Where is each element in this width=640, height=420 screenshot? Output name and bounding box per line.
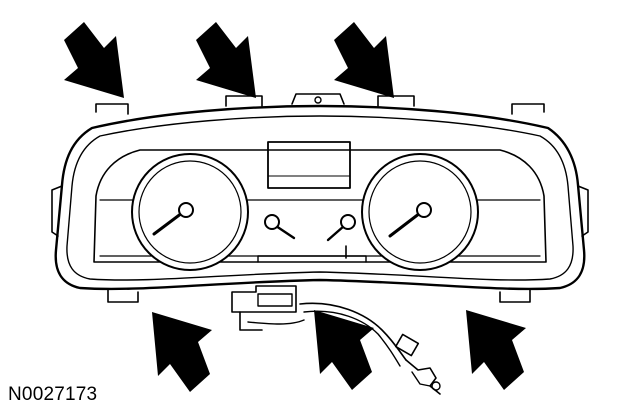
center-display <box>267 141 351 189</box>
arrow-bottom-right <box>466 310 526 390</box>
small-gauge-left <box>264 214 296 240</box>
small-gauge-right <box>326 214 356 242</box>
wiring-connector <box>231 285 441 395</box>
arrow-bottom-center <box>314 310 374 390</box>
cluster-housing <box>51 93 589 303</box>
arrow-top-right <box>334 22 394 98</box>
center-lower-bezel <box>257 245 367 263</box>
arrow-bottom-left <box>152 312 212 392</box>
arrow-top-center <box>196 22 256 98</box>
arrow-top-left <box>64 22 124 98</box>
right-gauge <box>361 153 479 271</box>
figure-id-label: N0027173 <box>8 384 98 405</box>
left-gauge <box>131 153 249 271</box>
